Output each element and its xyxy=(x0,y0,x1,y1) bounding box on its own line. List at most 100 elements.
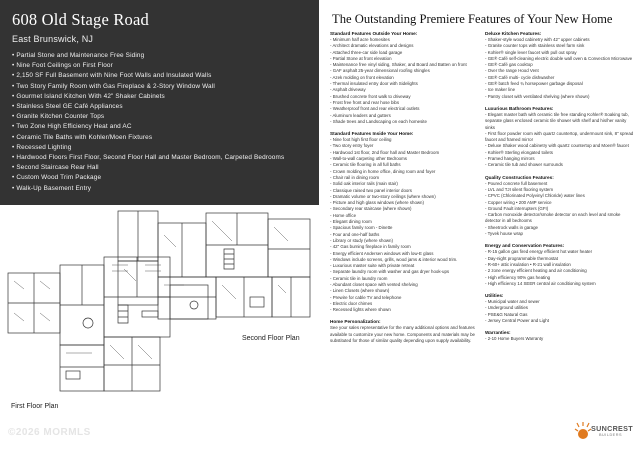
spec-item: Shaker-style wood cabinetry with 42" upp… xyxy=(485,37,637,43)
spec-item: Abundant closet space with vented shelvi… xyxy=(330,282,480,288)
spec-item: Wall-to-wall carpeting other Bedrooms xyxy=(330,156,480,162)
spec-item: Ceramic tile in laundry room xyxy=(330,276,480,282)
spec-item: Framed hanging mirrors xyxy=(485,156,637,162)
spec-section: Home Personalization:See your sales repr… xyxy=(330,318,480,344)
spec-section: Standard Features Inside Your Home:Nine … xyxy=(330,130,480,313)
spec-item: Linen Closets (where shown) xyxy=(330,288,480,294)
property-city: East Brunswick, NJ xyxy=(12,34,94,44)
spec-item: Crown molding in home office, dining roo… xyxy=(330,169,480,175)
spec-item: PSE&G Natural Gas xyxy=(485,312,637,318)
spec-item: Minimum half acre homesites xyxy=(330,37,480,43)
spec-section-list: Municipal water and sewerUnderground uti… xyxy=(485,299,637,324)
spec-item: Ceramic tile flooring in all full baths xyxy=(330,162,480,168)
spec-item: Four and one-half baths xyxy=(330,232,480,238)
spec-item: Thermal insulated entry door with Sideli… xyxy=(330,81,480,87)
spec-item: Attached three-car side load garage xyxy=(330,50,480,56)
spec-item: Day-night programmable thermostat xyxy=(485,256,637,262)
spec-item: GE® Café multi- cycle dishwasher xyxy=(485,75,637,81)
spec-item: Electric door chimes xyxy=(330,301,480,307)
floor-plans: First Floor Plan Second Floor Plan xyxy=(0,205,320,450)
feature-list: Partial Stone and Maintenance Free Sidin… xyxy=(12,51,312,194)
spec-section-list: Minimum half acre homesitesArchitect dra… xyxy=(330,37,480,125)
spec-section-heading: Home Personalization: xyxy=(330,319,381,325)
sun-logo-icon xyxy=(574,422,592,439)
spec-item: Ice maker line xyxy=(485,87,637,93)
spec-item: Secondary rear staircase (where shown) xyxy=(330,206,480,212)
feature-item: Walk-Up Basement Entry xyxy=(12,184,312,194)
spec-item: Library or study (where shown) xyxy=(330,238,480,244)
logo-name: SUNCREST xyxy=(591,424,633,433)
feature-item: Gourmet Island Kitchen With 42" Shaker C… xyxy=(12,92,312,102)
spec-item: Separate laundry room with washer and ga… xyxy=(330,269,480,275)
spec-section: Deluxe Kitchen Features:Shaker-style woo… xyxy=(485,30,637,100)
spec-item: Energy efficient Andersen windows with l… xyxy=(330,251,480,257)
spec-item: Aluminum leaders and gutters xyxy=(330,113,480,119)
spec-item: CPVC (Chlorinated Polyvinyl Chloride) wa… xyxy=(485,193,637,199)
feature-item: Two Story Family Room with Gas Fireplace… xyxy=(12,82,312,92)
spec-section-list: Poured concrete full basementLVL and TJI… xyxy=(485,181,637,238)
feature-item: Granite Kitchen Counter Tops xyxy=(12,112,312,122)
feature-item: Recessed Lighting xyxy=(12,143,312,153)
spec-section: Luxurious Bathroom Features:Elegant mast… xyxy=(485,105,637,169)
spec-item: Jersey Central Power and Light xyxy=(485,318,637,324)
spec-item: Frost free front and rear hose bibs xyxy=(330,100,480,106)
spec-section: Energy and Conservation Features:R-15 ga… xyxy=(485,242,637,287)
spec-item: R-60+ attic insulation • R-21 wall insul… xyxy=(485,262,637,268)
spec-item: Weatherproof front and rear electrical o… xyxy=(330,106,480,112)
spec-section-heading: Quality Construction Features: xyxy=(485,174,554,180)
spec-section-heading: Standard Features Inside Your Home: xyxy=(330,131,414,137)
spec-item: GE® Café gas cooktop xyxy=(485,62,637,68)
property-address-title: 608 Old Stage Road xyxy=(12,10,149,29)
spec-item: Sheetrock walls in garage xyxy=(485,225,637,231)
spec-section-list: Elegant master bath with ceramic tile fr… xyxy=(485,112,637,169)
floor-plan-drawings xyxy=(7,210,311,392)
spec-item: Spacious family room - Dinette xyxy=(330,225,480,231)
suncrest-builders-logo: SUNCREST BUILDERS xyxy=(573,418,635,446)
second-floor-plan-drawing xyxy=(117,210,311,320)
spec-item: Solid oak interior rails (main stair) xyxy=(330,181,480,187)
spec-item: 2-10 Home Buyers Warranty xyxy=(485,336,637,342)
spec-item: Home office xyxy=(330,213,480,219)
spec-item: Windows include screens, grills, wood ja… xyxy=(330,257,480,263)
spec-column-right: Deluxe Kitchen Features:Shaker-style woo… xyxy=(485,30,637,348)
spec-section-heading: Deluxe Kitchen Features: xyxy=(485,31,542,36)
second-floor-plan-label: Second Floor Plan xyxy=(242,335,300,342)
logo-subtitle: BUILDERS xyxy=(599,433,622,437)
spec-item: Architect dramatic elevations and design… xyxy=(330,43,480,49)
spec-item: Ceramic tile tub and shower surrounds xyxy=(485,162,637,168)
feature-item: Nine Foot Ceilings on First Floor xyxy=(12,61,312,71)
spec-item: GAF asphalt 25-year dimensional roofing … xyxy=(330,68,480,74)
feature-item: Custom Wood Trim Package xyxy=(12,173,312,183)
feature-item: Partial Stone and Maintenance Free Sidin… xyxy=(12,51,312,61)
spec-item: Deluxe Shaker wood cabinetry with quartz… xyxy=(485,143,637,149)
spec-item: Granite counter tops with stainless stee… xyxy=(485,43,637,49)
spec-item: Asphalt driveway xyxy=(330,87,480,93)
spec-section: Warranties:2-10 Home Buyers Warranty xyxy=(485,329,637,342)
spec-section: Quality Construction Features:Poured con… xyxy=(485,174,637,238)
spec-section-heading: Utilities: xyxy=(485,293,504,299)
spec-item: Tyvek house wrap xyxy=(485,231,637,237)
copyright-watermark: ©2026 MORMLS xyxy=(8,427,91,438)
spec-item: Two story entry foyer xyxy=(330,143,480,149)
spec-item: Classique raised two panel interior door… xyxy=(330,188,480,194)
spec-item: Elegant dining room xyxy=(330,219,480,225)
spec-item: High efficiency 14 SEER central air cond… xyxy=(485,281,637,287)
spec-item: Elegant master bath with ceramic tile fr… xyxy=(485,112,637,131)
spec-item: High efficiency 90% gas heating xyxy=(485,275,637,281)
spec-item: Shade trees and Landscaping on each home… xyxy=(330,119,480,125)
spec-item: 42" Gas burning fireplace in family room xyxy=(330,244,480,250)
features-spec-sheet: The Outstanding Premiere Features of You… xyxy=(322,0,640,450)
spec-sheet-title: The Outstanding Premiere Features of You… xyxy=(332,12,613,26)
spec-item: Ground Fault interrupters (GFI) xyxy=(485,206,637,212)
spec-item: Poured concrete full basement xyxy=(485,181,637,187)
spec-item: Picture and high glass windows (where sh… xyxy=(330,200,480,206)
spec-column-left: Standard Features Outside Your Home:Mini… xyxy=(330,30,480,349)
spec-item: Pantry closet with ventilated shelving (… xyxy=(485,94,637,100)
spec-item: Brushed concrete front walk to driveway xyxy=(330,94,480,100)
spec-item: 2 zone energy efficient heating and air … xyxy=(485,268,637,274)
spec-item: Recessed lights where shown xyxy=(330,307,480,313)
spec-item: Dramatic volume or two-story ceilings (w… xyxy=(330,194,480,200)
spec-section-heading: Luxurious Bathroom Features: xyxy=(485,105,554,111)
spec-item: Copper wiring • 200 AMP service xyxy=(485,200,637,206)
listing-summary-panel: 608 Old Stage Road East Brunswick, NJ Pa… xyxy=(0,0,319,205)
